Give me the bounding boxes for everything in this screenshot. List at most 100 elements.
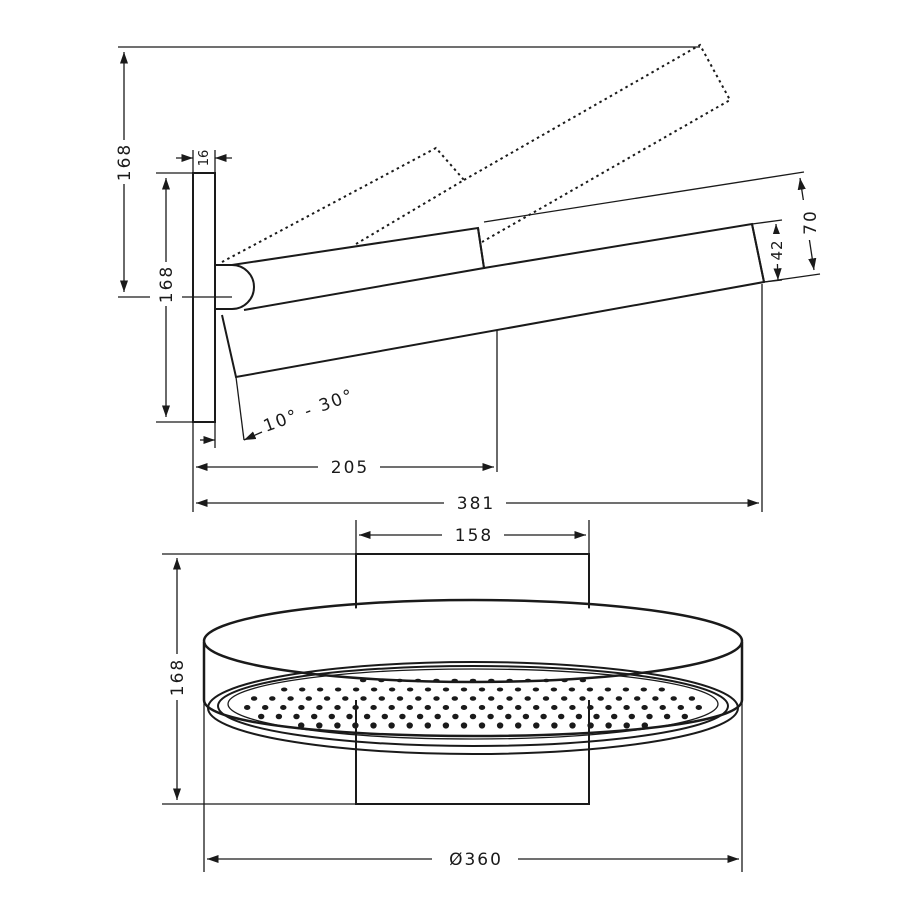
nozzle: [258, 713, 265, 720]
nozzle: [604, 687, 612, 692]
nozzle: [622, 687, 630, 692]
arm-30deg-outline: [221, 146, 466, 263]
nozzle: [328, 713, 335, 720]
shower-head-top-rim: [204, 604, 742, 700]
front-view: 158 168 Ø360: [160, 520, 744, 872]
dim-pivot-depth: 205: [331, 458, 369, 478]
nozzle: [524, 696, 531, 701]
nozzle: [406, 705, 413, 710]
nozzle: [370, 687, 378, 692]
nozzle: [579, 678, 587, 683]
nozzle: [460, 722, 468, 729]
nozzle: [587, 705, 594, 710]
nozzle: [469, 678, 477, 683]
nozzle: [378, 678, 385, 683]
nozzle: [352, 705, 359, 710]
nozzle: [414, 678, 422, 683]
nozzle: [634, 696, 641, 701]
nozzle: [551, 722, 558, 729]
nozzle: [442, 722, 450, 729]
nozzle: [406, 722, 413, 729]
nozzle: [551, 705, 558, 710]
nozzle: [652, 696, 659, 701]
nozzle: [568, 687, 576, 692]
shower-head-face-outer: [207, 661, 739, 755]
nozzle: [416, 713, 424, 720]
nozzle: [496, 705, 504, 710]
nozzle: [593, 713, 600, 720]
nozzle: [628, 713, 635, 720]
nozzle: [524, 678, 532, 683]
dim-angle-range: 10° - 30°: [261, 385, 357, 436]
nozzle: [505, 713, 512, 720]
nozzle: [478, 705, 486, 710]
nozzle: [540, 713, 547, 720]
nozzle: [334, 705, 341, 710]
arm-pivot: [215, 264, 255, 310]
nozzle: [550, 687, 558, 692]
nozzle: [399, 713, 406, 720]
dim-head-thickness-outer: 70: [801, 209, 821, 235]
nozzle: [561, 678, 568, 683]
nozzle: [299, 687, 306, 692]
nozzle: [396, 696, 404, 701]
nozzle: [244, 705, 251, 710]
nozzle: [641, 722, 648, 729]
nozzle: [623, 705, 630, 710]
nozzle: [533, 705, 540, 710]
nozzle: [677, 705, 684, 710]
nozzle: [442, 705, 450, 710]
nozzle: [378, 696, 385, 701]
nozzle: [342, 696, 349, 701]
side-view: 168 168 16 70 42 10° - 30° 205 381: [106, 43, 828, 515]
dim-height-total: 168: [115, 143, 135, 181]
ext-head-mid: [751, 219, 783, 225]
nozzle: [506, 678, 513, 683]
nozzle: [506, 696, 513, 701]
nozzle: [346, 713, 353, 720]
nozzle: [396, 678, 403, 683]
nozzle: [305, 696, 312, 701]
nozzle: [542, 696, 550, 701]
nozzle: [605, 722, 612, 729]
nozzle: [316, 687, 324, 692]
nozzle: [558, 713, 565, 720]
nozzle: [424, 705, 431, 710]
nozzle: [334, 687, 342, 692]
nozzle: [641, 705, 648, 710]
nozzle: [611, 713, 618, 720]
nozzle: [316, 722, 323, 729]
nozzle: [370, 705, 377, 710]
nozzle: [658, 687, 665, 692]
nozzle: [586, 687, 594, 692]
nozzle: [250, 696, 258, 701]
nozzle: [488, 678, 495, 683]
nozzle: [406, 687, 414, 692]
dim-front-height: 168: [168, 658, 188, 696]
nozzle: [434, 713, 441, 720]
nozzle: [615, 696, 623, 701]
nozzle: [640, 687, 647, 692]
nozzle: [442, 687, 450, 692]
arm-joint-line: [477, 227, 485, 269]
dim-total-projection: 381: [457, 494, 495, 514]
spray-nozzles: [244, 678, 702, 729]
nozzle: [370, 722, 377, 729]
head-30deg-outline: [463, 43, 732, 243]
head-face-edge: [751, 223, 765, 283]
nozzle: [670, 696, 677, 701]
shower-head-nozzle-plate: [227, 668, 719, 740]
nozzle: [360, 696, 367, 701]
nozzle: [323, 696, 331, 701]
nozzle: [424, 687, 432, 692]
nozzle: [487, 713, 494, 720]
nozzle: [433, 696, 440, 701]
dim-line-angle: [243, 431, 263, 441]
nozzle: [269, 696, 276, 701]
nozzle: [316, 705, 323, 710]
nozzle: [659, 705, 666, 710]
nozzle: [496, 687, 504, 692]
nozzle: [359, 678, 367, 683]
nozzle: [363, 713, 371, 720]
